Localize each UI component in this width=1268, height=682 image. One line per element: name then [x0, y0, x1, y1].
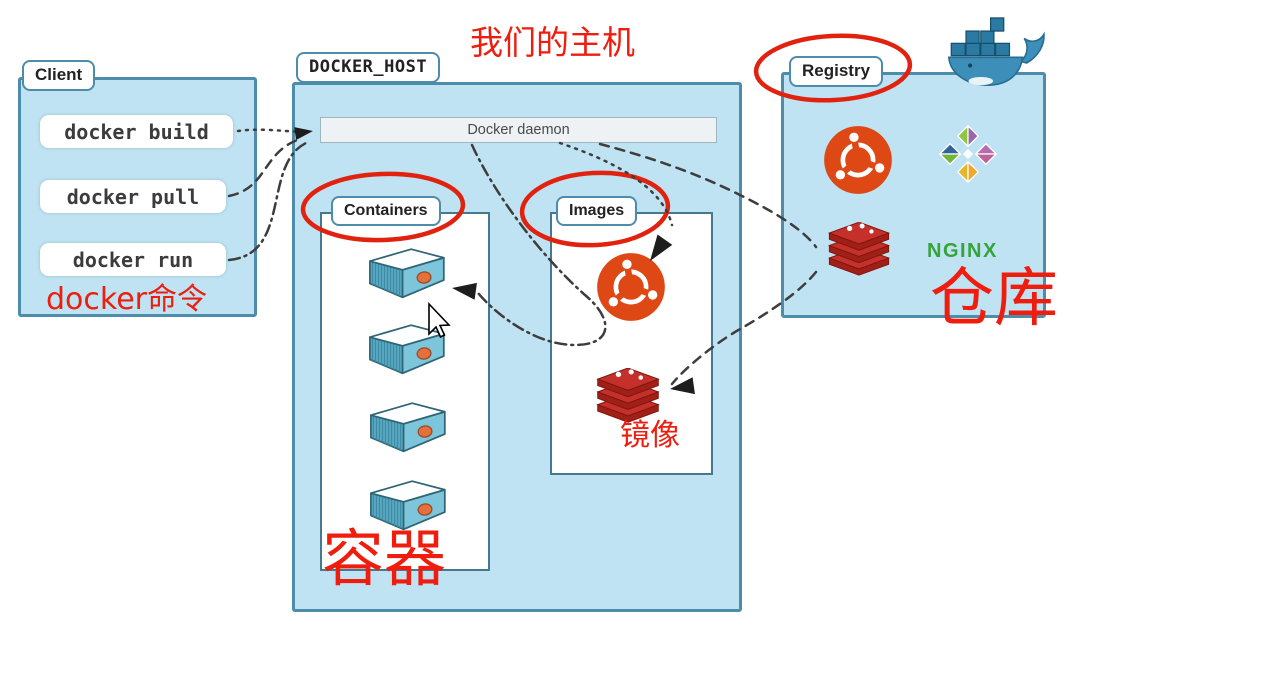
docker-build-command: docker build [40, 115, 233, 148]
registry-annotation: 仓库 [930, 262, 1058, 336]
container-icon [363, 320, 449, 375]
nginx-registry-logo: NGINX [927, 240, 998, 262]
host-annotation: 我们的主机 [470, 23, 635, 62]
containers-box-title: Containers [331, 196, 441, 226]
images-box-title: Images [556, 196, 638, 226]
ubuntu-image-icon [595, 251, 667, 323]
ubuntu-registry-icon [822, 124, 894, 196]
images-annotation: 镜像 [620, 418, 680, 453]
container-icon [363, 244, 449, 299]
docker-run-command: docker run [40, 243, 226, 276]
docker-pull-command: docker pull [40, 180, 226, 213]
client-panel-title: Client [22, 60, 96, 91]
container-icon [364, 398, 450, 453]
centos-registry-icon [936, 122, 1000, 186]
docker-host-panel-title: DOCKER_HOST [296, 52, 441, 83]
docker-whale-icon [948, 10, 1048, 98]
client-annotation: docker命令 [46, 282, 207, 317]
redis-registry-icon [820, 222, 898, 280]
docker-daemon-bar: Docker daemon [320, 117, 717, 143]
registry-panel-title: Registry [789, 56, 884, 87]
containers-annotation: 容器 [322, 522, 447, 595]
